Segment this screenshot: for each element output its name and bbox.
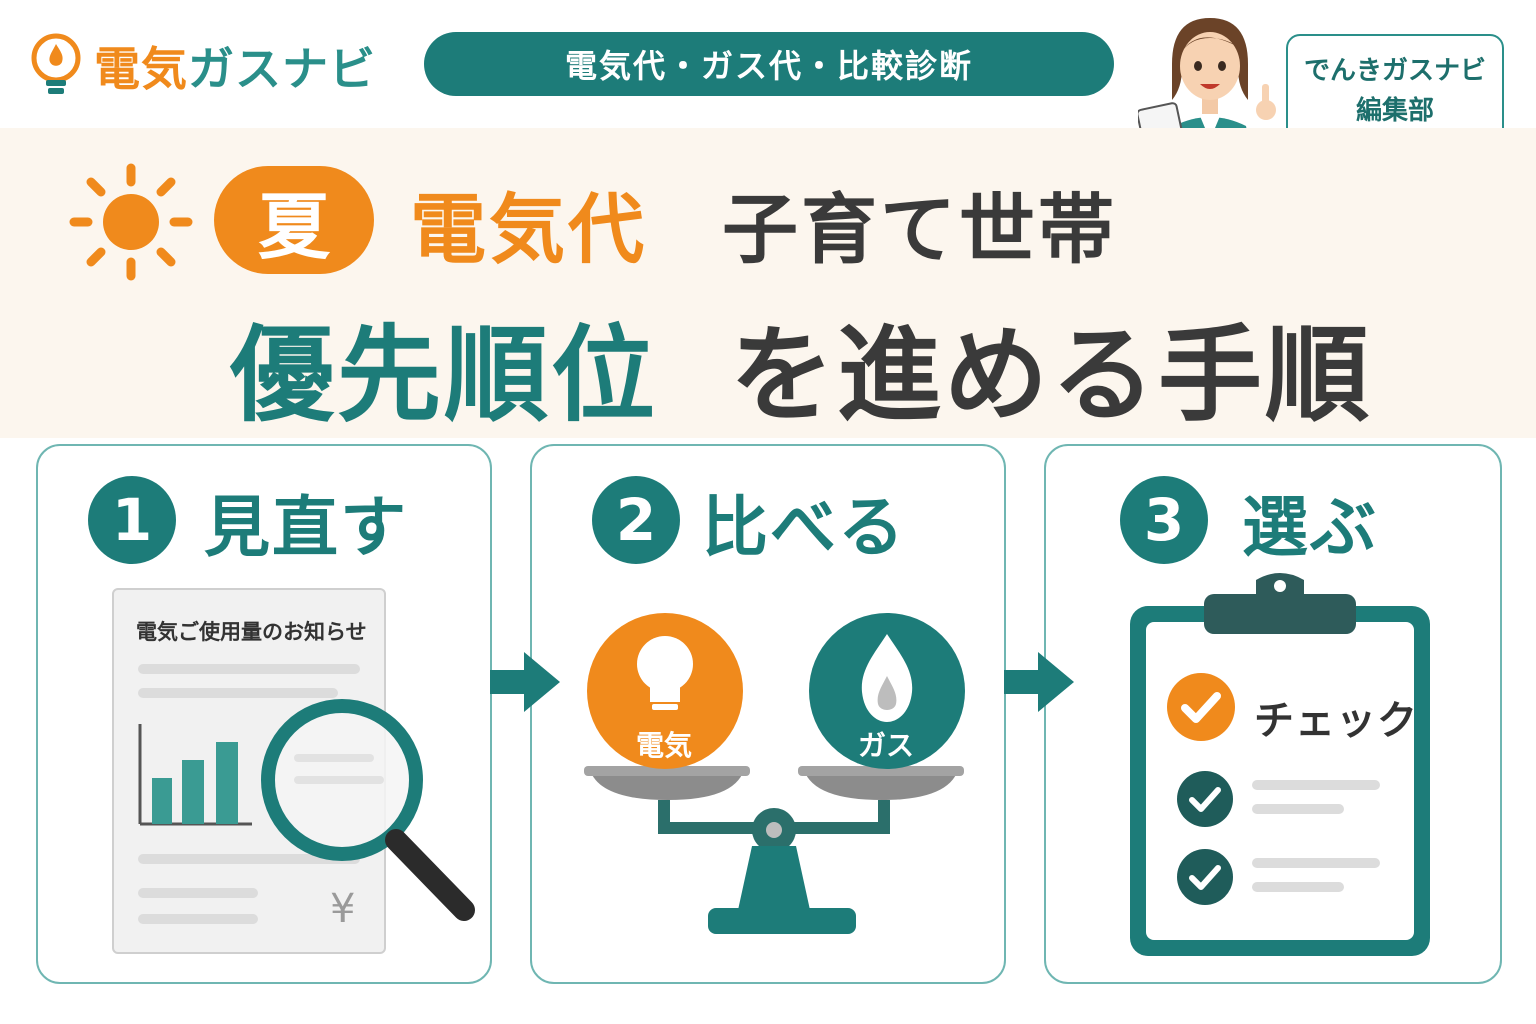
step-number-1: 1 bbox=[88, 476, 176, 564]
step-label-2: 比べる bbox=[702, 489, 906, 566]
season-badge: 夏 bbox=[214, 166, 374, 274]
site-logo[interactable]: 電気ガスナビ bbox=[28, 26, 398, 106]
subtitle-rest: を進める手順 bbox=[730, 314, 1373, 436]
checkmark-icon bbox=[1167, 673, 1235, 741]
title-rest: 子育て世帯 bbox=[722, 185, 1117, 274]
checkmark-icon bbox=[1177, 849, 1233, 905]
document-lines bbox=[138, 664, 360, 924]
electric-label: 電気 bbox=[636, 729, 693, 762]
electric-circle bbox=[587, 613, 743, 769]
arrow-right-icon bbox=[1004, 652, 1074, 712]
subtitle-accent: 優先順位 bbox=[230, 314, 659, 436]
check-label: チェック bbox=[1254, 698, 1418, 744]
arrow-right-icon bbox=[490, 652, 560, 712]
step-number-3: 3 bbox=[1120, 476, 1208, 564]
step-label-3: 選ぶ bbox=[1242, 489, 1378, 566]
lightbulb-icon bbox=[637, 636, 693, 710]
checkmark-icon bbox=[1177, 771, 1233, 827]
category-pill[interactable]: 電気代・ガス代・比較診断 bbox=[424, 32, 1114, 96]
editor-line1: でんきガスナビ bbox=[1303, 56, 1486, 86]
gas-circle bbox=[809, 613, 965, 769]
editor-line2: 編集部 bbox=[1355, 96, 1434, 126]
yen-symbol: ¥ bbox=[330, 886, 356, 932]
sun-icon bbox=[69, 163, 193, 281]
step-label-1: 見直す bbox=[204, 489, 408, 566]
bulb-logo-icon bbox=[31, 33, 81, 94]
logo-text-orange: 電気 bbox=[94, 42, 188, 96]
magnifier-icon bbox=[261, 699, 475, 921]
bar-chart-icon bbox=[138, 724, 252, 826]
document-title: 電気ご使用量のお知らせ bbox=[136, 620, 367, 644]
flame-icon bbox=[861, 634, 913, 722]
step-number-2: 2 bbox=[592, 476, 680, 564]
clipboard-icon bbox=[1130, 573, 1430, 956]
balance-scale-icon bbox=[584, 766, 964, 934]
logo-text-teal: ガスナビ bbox=[188, 42, 376, 96]
title-accent: 電気代 bbox=[410, 185, 647, 274]
gas-label: ガス bbox=[858, 729, 915, 762]
